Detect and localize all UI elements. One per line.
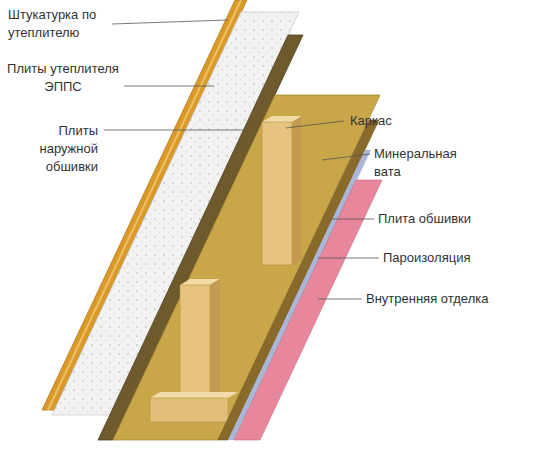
part-label: Плиты утеплителя ЭППС <box>4 60 122 96</box>
part-label: Пароизоляция <box>383 249 543 267</box>
leader-line <box>318 299 362 300</box>
leader-line <box>322 154 370 160</box>
bottom-plate <box>150 398 228 422</box>
part-label: Плита обшивки <box>378 210 538 228</box>
leader-line <box>124 86 214 87</box>
part-label: Внутренняя отделка <box>366 290 544 308</box>
part-label: Каркас <box>350 112 470 130</box>
part-label: Плиты наружной обшивки <box>6 122 98 176</box>
plate-top <box>150 392 238 398</box>
leader-line <box>330 219 374 220</box>
leader-line <box>286 121 344 128</box>
part-label: Минеральная вата <box>374 145 474 181</box>
leader-line <box>318 258 379 259</box>
stud-front <box>262 122 292 265</box>
leader-line <box>104 130 246 131</box>
part-label: Штукатурка по утеплителю <box>8 6 112 42</box>
stud-side <box>292 116 302 265</box>
interior-finish <box>234 180 382 440</box>
leader-line <box>112 20 228 24</box>
inner-board <box>218 120 379 440</box>
